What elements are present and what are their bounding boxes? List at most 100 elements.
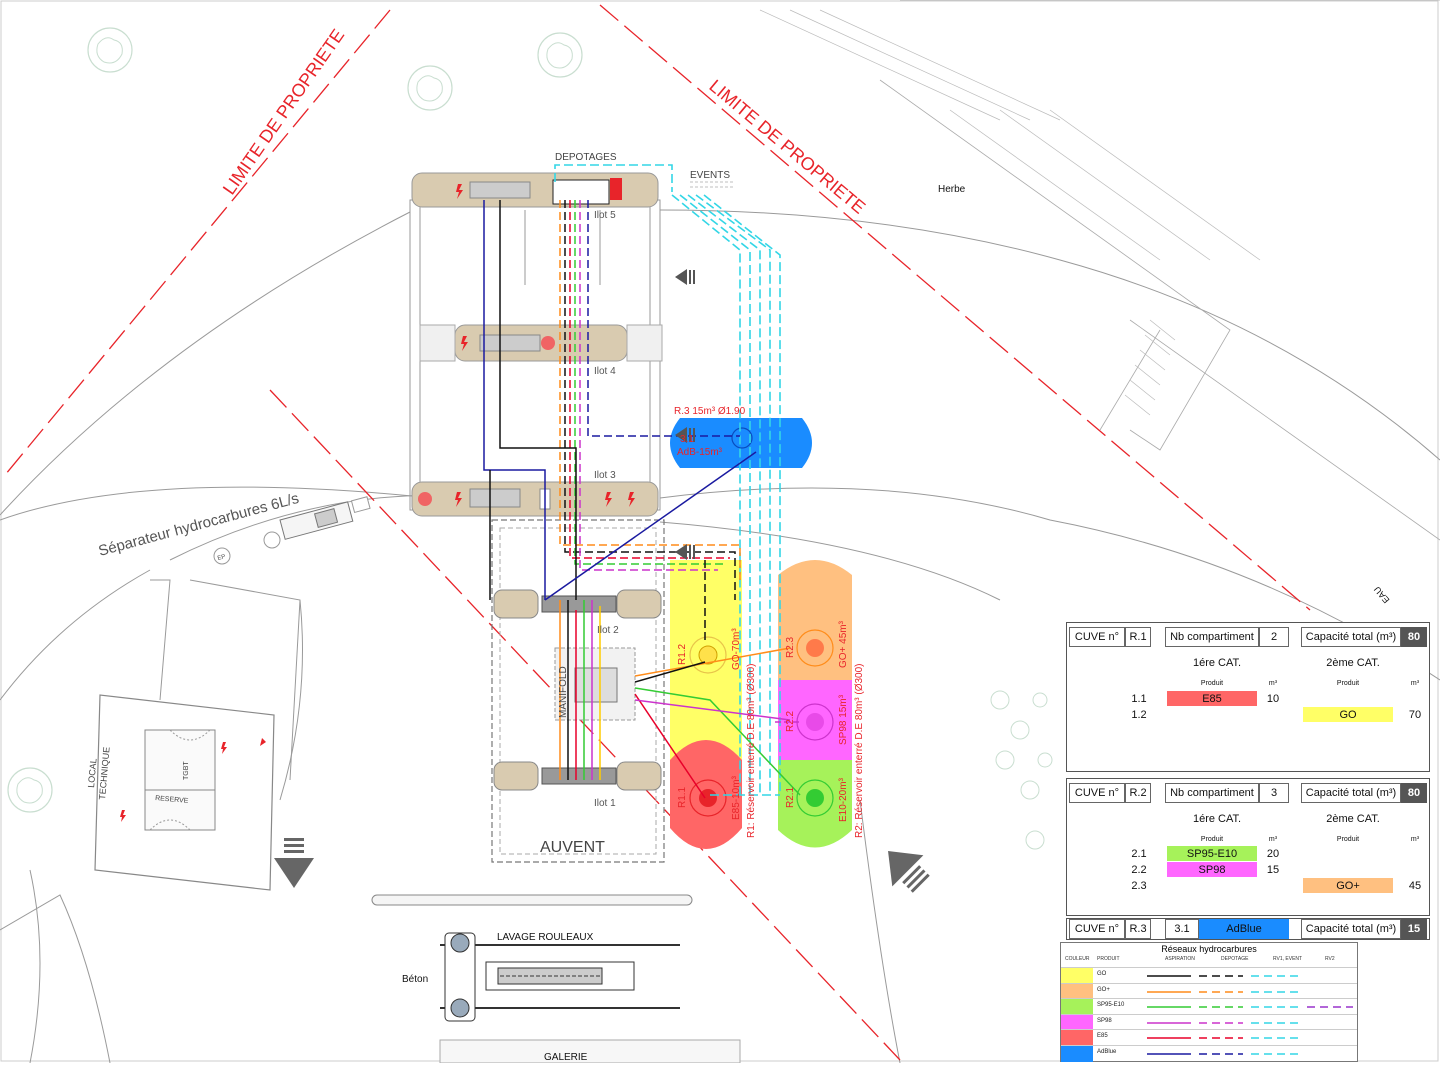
tgbt-label: TGBT <box>183 761 190 780</box>
cat2-label: 2ème CAT. <box>1326 813 1380 825</box>
galerie-label: GALERIE <box>544 1052 588 1063</box>
ilot5-label: Ilot 5 <box>594 210 616 221</box>
tree-icon <box>990 690 1053 850</box>
legend-lines <box>1147 990 1301 993</box>
cap-label: Capacité total (m³) <box>1301 627 1401 647</box>
ilot2-label: Ilot 2 <box>597 625 619 636</box>
row-number: 1.2 <box>1131 708 1147 721</box>
produit-header: Produit <box>1200 679 1224 687</box>
tank-r3 <box>670 418 812 468</box>
legend-swatch <box>1061 983 1093 1000</box>
legend-swatch <box>1061 999 1093 1015</box>
volume-cell: 70 <box>1408 708 1422 721</box>
volume-cell: 45 <box>1408 879 1422 892</box>
r3-compartment: 3.1 <box>680 434 694 445</box>
product-cell: SP98 <box>1167 862 1257 877</box>
tree-icon <box>407 65 453 111</box>
legend-lines <box>1147 1021 1301 1024</box>
cat2-label: 2ème CAT. <box>1326 657 1380 669</box>
produit-header: Produit <box>1200 835 1224 843</box>
r1-1-label: E85-10m³ <box>731 775 742 820</box>
legend-header: RV2 <box>1325 956 1335 962</box>
cat1-label: 1ére CAT. <box>1192 813 1242 825</box>
reserve-label: RESERVE <box>155 795 189 805</box>
r1-2-label: GO-70m³ <box>731 628 742 670</box>
row-number: 2.1 <box>1131 847 1147 860</box>
beton-label: Béton <box>402 974 428 985</box>
cuve-table-r1: CUVE n° R.1 Nb compartiment 2 Capacité t… <box>1066 622 1430 772</box>
product-cell: GO+ <box>1303 878 1393 893</box>
ep-label: EP <box>217 554 226 562</box>
arrow-left-icon <box>675 427 695 443</box>
cuve-label: CUVE n° <box>1069 919 1125 939</box>
product-cell: SP95-E10 <box>1167 846 1257 861</box>
r2-1-label: E10-20m³ <box>838 777 849 822</box>
legend-lines <box>1147 1037 1301 1039</box>
electric-icon <box>455 184 635 507</box>
cap-label: Capacité total (m³) <box>1301 919 1401 939</box>
legend-row: GO+ <box>1061 982 1357 1000</box>
legend-lines <box>1147 1052 1301 1055</box>
legend-swatch <box>1061 968 1093 984</box>
ilot4-label: Ilot 4 <box>594 366 616 377</box>
local-label-1: LOCAL <box>86 758 99 788</box>
arrow-down-icon <box>274 838 314 888</box>
r1-1-id: R1.1 <box>677 786 688 808</box>
event-pipes <box>554 164 781 796</box>
auvent-outline <box>491 519 665 863</box>
product-pipes <box>483 200 801 799</box>
m3-header: m³ <box>1268 679 1278 687</box>
legend-lines <box>1147 1006 1353 1008</box>
island-4 <box>419 324 663 362</box>
produit-header: Produit <box>1336 835 1360 843</box>
legend-headers: COULEUR PRODUIT ASPIRATION DEPOTAGE RV1,… <box>1061 956 1357 966</box>
legend-row: GO <box>1061 967 1357 984</box>
ilot1-label: Ilot 1 <box>594 798 616 809</box>
legend-swatch <box>1061 1014 1093 1031</box>
legend-header: RV1, EVENT <box>1273 956 1303 962</box>
ep-manhole <box>213 547 231 565</box>
product-cell: GO <box>1303 707 1393 722</box>
r2-2-id: R2.2 <box>785 710 796 732</box>
m3-header: m³ <box>1268 835 1278 843</box>
auvent-label: AUVENT <box>540 839 605 856</box>
legend-product: SP95-E10 <box>1097 1002 1125 1008</box>
nb-label: Nb compartiment <box>1165 627 1259 647</box>
legend-lines <box>1147 975 1301 977</box>
separator-unit <box>279 496 371 540</box>
cuve-id: R.3 <box>1125 919 1151 939</box>
product-cell: AdBlue <box>1199 919 1289 939</box>
r2-3-label: GO+ 45m³ <box>838 620 849 668</box>
legend-row: AdBlue <box>1061 1044 1357 1062</box>
nb-label: Nb compartiment <box>1165 783 1259 803</box>
legend-swatch <box>1061 1030 1093 1046</box>
tank-r1 <box>670 560 742 849</box>
compartment-cell: 3.1 <box>1165 919 1199 939</box>
r3-product: AdB-15m³ <box>677 447 723 458</box>
cap-label: Capacité total (m³) <box>1301 783 1401 803</box>
r2-3-id: R2.3 <box>785 636 796 658</box>
row-number: 1.1 <box>1131 692 1147 705</box>
parking-area <box>879 0 1440 541</box>
limit-label-right: LIMITE DE PROPRIETE <box>705 76 869 218</box>
r3-title: R.3 15m³ Ø1.90 <box>674 406 746 417</box>
volume-cell: 15 <box>1266 863 1280 876</box>
legend-header: DEPOTAGE <box>1221 956 1249 962</box>
legend-title: Réseaux hydrocarbures <box>1161 944 1257 954</box>
local-technique <box>94 694 275 891</box>
manifold-core <box>574 667 618 703</box>
legend-product: SP98 <box>1097 1017 1112 1024</box>
electric-icon <box>120 738 266 822</box>
volume-cell: 10 <box>1266 692 1280 705</box>
events-stub <box>690 181 735 188</box>
tank-r2 <box>778 560 852 848</box>
legend-swatch <box>1061 1045 1093 1062</box>
pipe-legend: Réseaux hydrocarbures COULEUR PRODUIT AS… <box>1060 942 1358 1062</box>
row-number: 2.3 <box>1131 879 1147 892</box>
tree-icon <box>87 27 133 73</box>
separator-label: Séparateur hydrocarbures 6L/s <box>97 490 301 560</box>
r2-2-label: SP98 15m³ <box>838 694 849 745</box>
r2-1-id: R2.1 <box>785 786 796 808</box>
r1-desc: R1: Réservoir enterré D.E 80m³ (Ø300) <box>746 663 757 838</box>
